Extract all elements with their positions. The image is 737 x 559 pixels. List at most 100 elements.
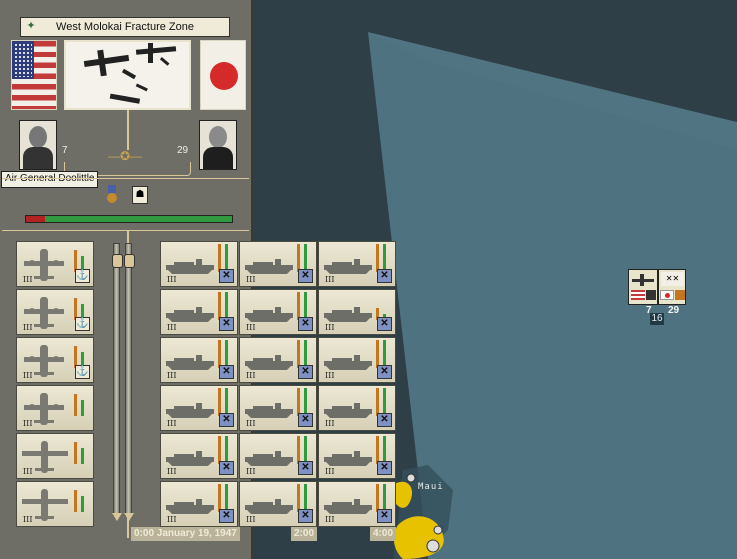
anchor-icon[interactable]: ⚓ xyxy=(75,365,90,379)
bomber-icon xyxy=(24,297,64,329)
defender-skill: 29 xyxy=(177,145,189,156)
organization-bar xyxy=(297,387,300,416)
naval-unit-card[interactable]: III✕ xyxy=(160,481,238,527)
allied-counter[interactable] xyxy=(628,269,658,305)
naval-unit-card[interactable]: III✕ xyxy=(318,481,396,527)
mission-toggle-icon[interactable]: ✕ xyxy=(377,413,392,427)
mission-toggle-icon[interactable]: ✕ xyxy=(298,413,313,427)
strength-bar xyxy=(383,243,386,272)
organization-bar xyxy=(297,339,300,368)
naval-unit-card[interactable]: III✕ xyxy=(160,385,238,431)
defender-leader-portrait[interactable] xyxy=(199,120,237,170)
mission-toggle-icon[interactable]: ✕ xyxy=(219,413,234,427)
mission-toggle-icon[interactable]: ✕ xyxy=(377,317,392,331)
mission-toggle-icon[interactable]: ✕ xyxy=(298,509,313,523)
bomber-icon xyxy=(24,249,64,281)
strength-bar xyxy=(81,255,84,272)
strength-bar xyxy=(225,291,228,320)
organization-bar xyxy=(74,393,77,416)
fighter-icon xyxy=(22,489,68,521)
anchor-icon[interactable]: ⚓ xyxy=(75,317,90,331)
mission-toggle-icon[interactable]: ✕ xyxy=(298,461,313,475)
organization-bar xyxy=(376,243,379,272)
naval-unit-card[interactable]: III✕ xyxy=(160,433,238,479)
strength-bar xyxy=(383,435,386,464)
timeline-slider-left[interactable] xyxy=(112,243,123,521)
mission-toggle-icon[interactable]: ✕ xyxy=(377,269,392,283)
organization-bar xyxy=(74,489,77,512)
naval-unit-card[interactable]: III✕ xyxy=(239,385,317,431)
air-battle-photo xyxy=(64,40,191,110)
naval-unit-card[interactable]: III ✕ xyxy=(239,337,317,383)
anchor-icon[interactable]: ⚓ xyxy=(75,269,90,283)
organization-bar xyxy=(74,297,77,320)
mission-toggle-icon[interactable]: ✕ xyxy=(298,269,313,283)
naval-unit-card[interactable]: III✕ xyxy=(160,289,238,335)
map-combat-counter[interactable]: ✕✕ 7 29 16 xyxy=(628,269,686,325)
mission-toggle-icon[interactable]: ✕ xyxy=(377,461,392,475)
wings-insignia-icon: —✪— xyxy=(108,149,143,163)
air-unit-card[interactable]: III⚓ xyxy=(16,241,94,287)
naval-unit-card[interactable]: III✕ xyxy=(160,337,238,383)
naval-unit-card[interactable]: III ✕ xyxy=(318,241,396,287)
organization-bar xyxy=(297,483,300,512)
slider-knob[interactable] xyxy=(112,254,123,268)
unit-rank: III xyxy=(246,275,256,284)
air-unit-card[interactable]: III xyxy=(16,433,94,479)
naval-unit-card[interactable]: III✕ xyxy=(239,289,317,335)
carrier-icon xyxy=(166,499,214,514)
place-label-maui: Maui xyxy=(418,482,444,492)
attacker-leader-portrait[interactable] xyxy=(19,120,57,170)
usa-flag-icon xyxy=(631,290,645,300)
unit-rank: III xyxy=(325,371,335,380)
mission-toggle-icon[interactable]: ✕ xyxy=(298,365,313,379)
usa-flag[interactable] xyxy=(11,40,57,110)
axis-counter[interactable]: ✕✕ xyxy=(658,269,686,305)
mission-toggle-icon[interactable]: ✕ xyxy=(219,269,234,283)
unit-rank: III xyxy=(325,275,335,284)
unit-rank: III xyxy=(325,467,335,476)
carrier-icon xyxy=(166,259,214,274)
unit-rank: III xyxy=(325,419,335,428)
air-unit-card[interactable]: III⚓ xyxy=(16,337,94,383)
air-unit-card[interactable]: III xyxy=(16,481,94,527)
mission-toggle-icon[interactable]: ✕ xyxy=(219,317,234,331)
allied-count: 7 xyxy=(646,305,652,316)
naval-unit-card[interactable]: III ✕ xyxy=(318,337,396,383)
carrier-icon xyxy=(245,355,293,370)
naval-unit-card[interactable]: III ✕ xyxy=(239,481,317,527)
shallow-sea-region xyxy=(368,32,737,559)
naval-unit-card[interactable]: III ✕ xyxy=(318,433,396,479)
air-unit-card[interactable]: III xyxy=(16,385,94,431)
leader-trait-icon[interactable]: ☗ xyxy=(132,186,148,204)
strength-bar xyxy=(304,339,307,368)
carrier-icon xyxy=(166,355,214,370)
organization-bar xyxy=(74,249,77,272)
air-unit-card[interactable]: III ⚓ xyxy=(16,289,94,335)
maui-island-west xyxy=(393,481,413,508)
naval-unit-card[interactable]: III ✕ xyxy=(318,385,396,431)
mission-toggle-icon[interactable]: ✕ xyxy=(377,365,392,379)
unit-rank: III xyxy=(246,371,256,380)
mission-toggle-icon[interactable]: ✕ xyxy=(377,509,392,523)
medal-icon[interactable] xyxy=(106,185,118,205)
mission-toggle-icon[interactable]: ✕ xyxy=(298,317,313,331)
naval-unit-card[interactable]: III ✕ xyxy=(318,289,396,335)
unit-rank: III xyxy=(325,323,335,332)
naval-unit-card[interactable]: III ✕ xyxy=(239,241,317,287)
timeline-slider-right[interactable] xyxy=(124,243,135,521)
japan-flag[interactable] xyxy=(200,40,246,110)
slider-knob[interactable] xyxy=(124,254,135,268)
strength-bar xyxy=(81,399,84,416)
unit-rank: III xyxy=(23,323,33,332)
mission-toggle-icon[interactable]: ✕ xyxy=(219,365,234,379)
naval-unit-card[interactable]: III✕ xyxy=(239,433,317,479)
mission-toggle-icon[interactable]: ✕ xyxy=(219,509,234,523)
organization-bar xyxy=(376,339,379,368)
organization-bar xyxy=(376,308,379,320)
organization-bar xyxy=(218,435,221,464)
naval-unit-card[interactable]: III✕ xyxy=(160,241,238,287)
unit-rank: III xyxy=(246,515,256,524)
strength-bar xyxy=(304,483,307,512)
mission-toggle-icon[interactable]: ✕ xyxy=(219,461,234,475)
